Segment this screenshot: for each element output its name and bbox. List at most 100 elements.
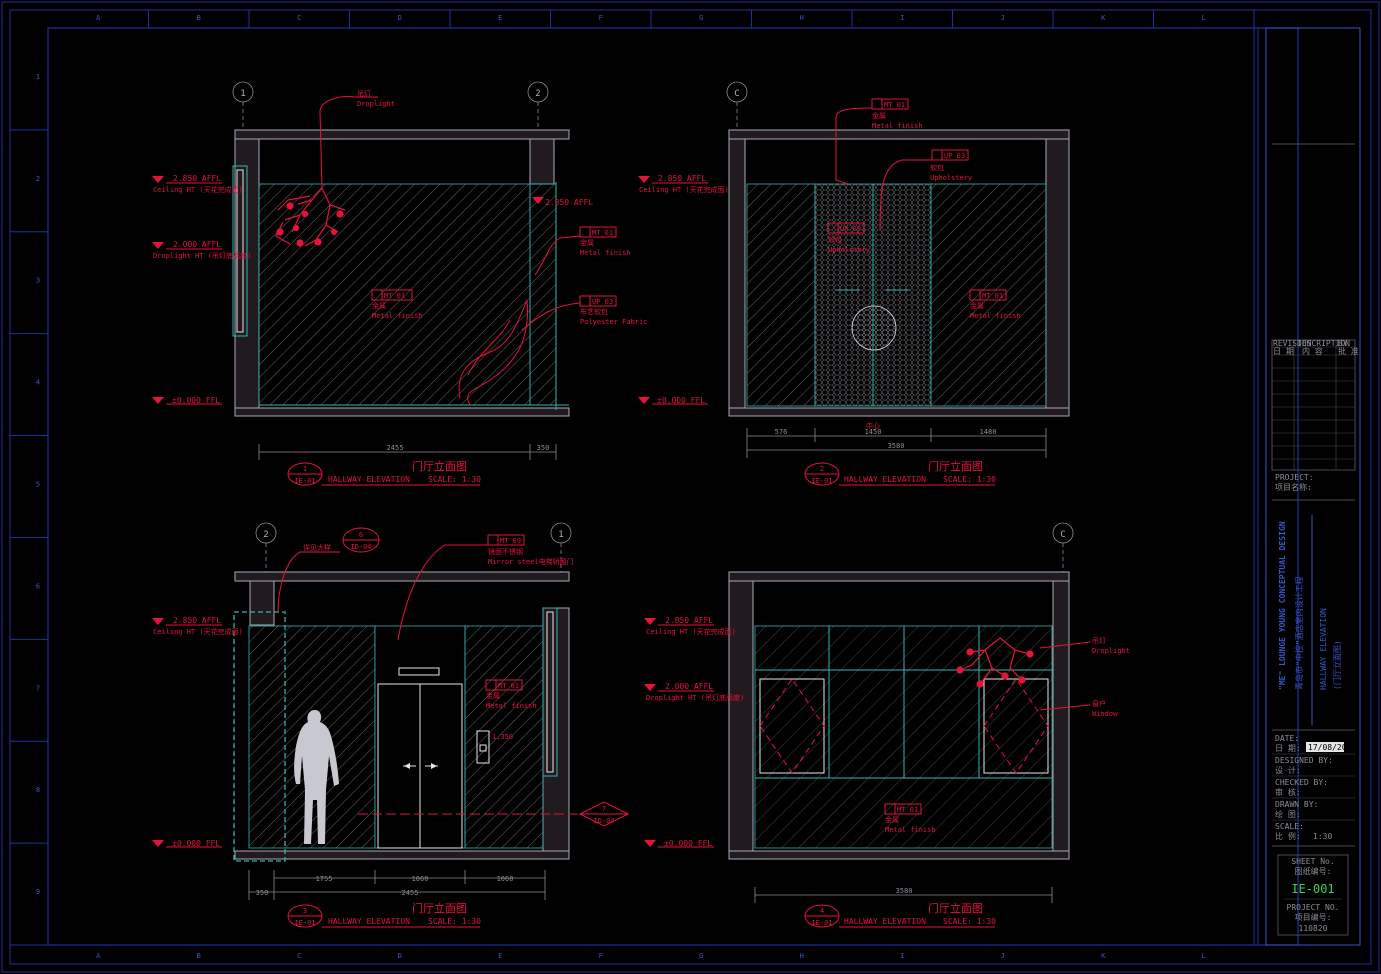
svg-text:SCALE: 1:30: SCALE: 1:30 xyxy=(428,475,481,484)
svg-text:350: 350 xyxy=(537,444,550,452)
metal-panel-right xyxy=(930,183,1047,407)
border-col-label: G xyxy=(699,952,703,960)
border-row-label: 6 xyxy=(36,582,40,590)
dimensions-3: 1755 1060 1060 350 2455 xyxy=(248,870,546,900)
svg-text:Droplight: Droplight xyxy=(1092,647,1130,655)
ceiling-slab xyxy=(234,129,570,140)
svg-text:1755: 1755 xyxy=(316,875,333,883)
svg-text:HALLWAY ELEVATION: HALLWAY ELEVATION xyxy=(328,917,410,926)
svg-text:吊灯: 吊灯 xyxy=(357,89,371,98)
svg-text:Ceiling HT (天花完成面): Ceiling HT (天花完成面) xyxy=(639,185,729,194)
svg-text:软包: 软包 xyxy=(828,235,842,244)
view-title-2: 2 IE-01 HALLWAY ELEVATION SCALE: 1:30 门厅… xyxy=(804,459,996,486)
svg-text:金属: 金属 xyxy=(580,238,594,247)
svg-text:DRAWN BY:: DRAWN BY: xyxy=(1275,800,1318,809)
svg-text:MT 09: MT 09 xyxy=(500,537,521,545)
svg-text:Upholstery: Upholstery xyxy=(828,246,870,254)
svg-text:Metal finish: Metal finish xyxy=(970,312,1021,320)
svg-text:7: 7 xyxy=(602,805,606,813)
border-col-label: C xyxy=(297,952,301,960)
svg-text:Metal finish: Metal finish xyxy=(486,702,537,710)
svg-text:"ME" LOUNGE YOUNG CONCEPTUAL D: "ME" LOUNGE YOUNG CONCEPTUAL DESIGN xyxy=(1278,521,1287,690)
border-col-label: D xyxy=(398,952,402,960)
svg-text:Metal finish: Metal finish xyxy=(872,122,923,130)
elevation-3: 2 1 1,350 xyxy=(152,522,630,928)
svg-text:350: 350 xyxy=(256,889,269,897)
tag-up03: UP 03 布艺软包 Polyester Fabric xyxy=(521,295,647,331)
level-droplight-4: 2.000 AFFL Droplight HT (吊灯底高度) xyxy=(644,682,744,702)
svg-text:中心: 中心 xyxy=(866,421,880,430)
grid-bubble-2: 2 xyxy=(527,81,549,130)
svg-text:批 准: 批 准 xyxy=(1338,346,1359,356)
svg-text:CHECKED BY:: CHECKED BY: xyxy=(1275,778,1328,787)
level-floor: ±0.000 FFL xyxy=(152,396,222,405)
svg-text:3580: 3580 xyxy=(896,887,913,895)
level-floor-4: ±0.000 FFL xyxy=(644,839,714,848)
svg-text:IE-01: IE-01 xyxy=(811,919,832,927)
svg-text:Ceiling HT (天花完成面): Ceiling HT (天花完成面) xyxy=(646,627,736,636)
svg-text:Droplight: Droplight xyxy=(357,100,395,108)
svg-text:DESCRIPTION: DESCRIPTION xyxy=(1297,339,1350,348)
svg-text:青岛市“中控”酒店室内设计工程: 青岛市“中控”酒店室内设计工程 xyxy=(1294,576,1304,690)
border-col-label: F xyxy=(599,14,603,22)
svg-text:UP 03: UP 03 xyxy=(592,298,613,306)
border-col-label: H xyxy=(800,14,804,22)
svg-text:门厅立面图: 门厅立面图 xyxy=(412,901,467,915)
elevation-1: 1 2 xyxy=(152,81,647,486)
svg-text:Metal finish: Metal finish xyxy=(372,312,423,320)
svg-text:镜面不锈钢: 镜面不锈钢 xyxy=(488,547,523,556)
svg-text:MT 01: MT 01 xyxy=(384,292,405,300)
svg-text:C: C xyxy=(1060,530,1065,540)
svg-text:金属: 金属 xyxy=(372,301,386,310)
svg-text:Ceiling HT (天花完成面): Ceiling HT (天花完成面) xyxy=(153,185,243,194)
tag-up03-2a: UP 03 软包 Upholstery xyxy=(879,149,972,231)
svg-text:吊灯: 吊灯 xyxy=(1092,636,1106,645)
svg-text:MT 01: MT 01 xyxy=(498,682,519,690)
border-row-label: 5 xyxy=(36,481,40,489)
svg-text:±0.000 FFL: ±0.000 FFL xyxy=(172,839,220,848)
metal-wall-right xyxy=(464,625,544,849)
floor-slab xyxy=(234,407,570,417)
level-ceiling-3: 2.850 AFFL Ceiling HT (天花完成面) xyxy=(152,616,243,636)
svg-text:1450: 1450 xyxy=(865,428,882,436)
level-floor-2: ±0.000 FFL xyxy=(638,396,708,405)
svg-text:日 期:: 日 期: xyxy=(1275,744,1301,753)
svg-text:金属: 金属 xyxy=(486,691,500,700)
svg-text:17/08/2019: 17/08/2019 xyxy=(1308,743,1356,752)
border-col-label: F xyxy=(599,952,603,960)
svg-text:审 核:: 审 核: xyxy=(1275,787,1301,797)
svg-text:C: C xyxy=(734,89,739,99)
border-col-label: E xyxy=(498,14,502,22)
svg-text:(门厅立面图): (门厅立面图) xyxy=(1332,640,1342,690)
droplight-branch-4 xyxy=(956,637,1034,688)
svg-text:SHEET No.: SHEET No. xyxy=(1291,857,1334,866)
svg-text:IE-01: IE-01 xyxy=(294,477,315,485)
tag-mt01-2a: MT 01 金属 Metal finish xyxy=(835,98,923,185)
svg-text:比 例:: 比 例: xyxy=(1275,831,1301,841)
svg-text:2.850 AFFL: 2.850 AFFL xyxy=(173,174,221,183)
svg-text:SCALE: 1:30: SCALE: 1:30 xyxy=(428,917,481,926)
border-col-label: E xyxy=(498,952,502,960)
door-leaf xyxy=(236,169,244,333)
svg-text:1: 1 xyxy=(240,89,245,99)
metal-panel-left xyxy=(746,183,816,407)
svg-text:IE-001: IE-001 xyxy=(1291,882,1334,896)
svg-text:MT 01: MT 01 xyxy=(982,292,1003,300)
tag-mt01-a: MT 01 金属 Metal finish xyxy=(371,289,423,320)
svg-text:2455: 2455 xyxy=(402,889,419,897)
svg-text:Upholstery: Upholstery xyxy=(930,174,972,182)
svg-text:MT 01: MT 01 xyxy=(897,806,918,814)
border-col-label: L xyxy=(1202,14,1206,22)
svg-text:PROJECT NO.: PROJECT NO. xyxy=(1287,903,1340,912)
svg-text:6: 6 xyxy=(359,531,363,539)
svg-text:门厅立面图: 门厅立面图 xyxy=(928,901,983,915)
round-handle-ornament xyxy=(851,305,897,351)
right-wall-head xyxy=(529,138,555,185)
svg-text:项目编号:: 项目编号: xyxy=(1295,912,1332,922)
border-col-label: D xyxy=(398,14,402,22)
svg-text:布艺软包: 布艺软包 xyxy=(580,307,608,316)
svg-text:项目名称:: 项目名称: xyxy=(1275,482,1312,492)
